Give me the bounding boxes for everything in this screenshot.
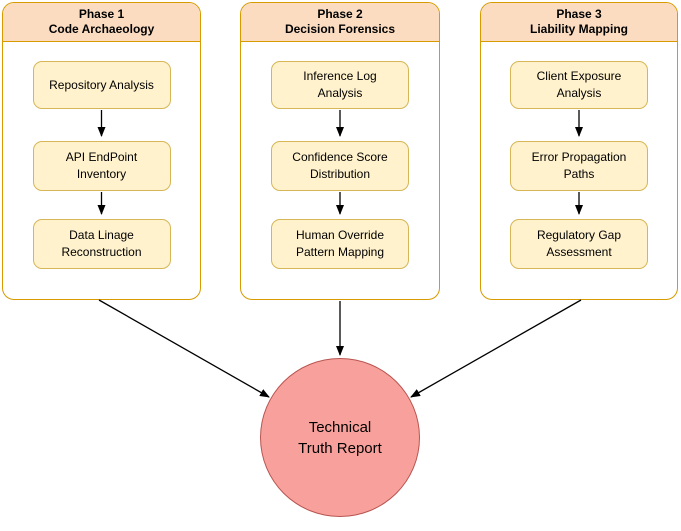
arrow-phase3-to-result: [410, 299, 582, 398]
step-human-override-pattern-mapping: Human Override Pattern Mapping: [271, 219, 409, 269]
step-label: API EndPoint Inventory: [65, 150, 138, 181]
phase-1-title: Phase 1: [78, 7, 125, 21]
phase-3-subtitle: Liability Mapping: [530, 22, 628, 36]
phase-column-2: Phase 2 Decision Forensics Inference Log…: [240, 2, 440, 300]
phase-3-title: Phase 3: [556, 7, 602, 21]
phase-column-3: Phase 3 Liability Mapping Client Exposur…: [480, 2, 678, 300]
phase-1-subtitle: Code Archaeology: [48, 22, 155, 36]
result-label-line2: Truth Report: [298, 439, 382, 457]
step-data-linage-reconstruction: Data Linage Reconstruction: [32, 219, 171, 269]
result-node-technical-truth-report: Technical Truth Report: [260, 358, 420, 517]
phase-2-subtitle: Decision Forensics: [284, 22, 396, 36]
phase-3-header: Phase 3 Liability Mapping: [481, 3, 677, 42]
step-label: Data Linage Reconstruction: [61, 228, 142, 259]
step-client-exposure-analysis: Client Exposure Analysis: [510, 61, 648, 109]
step-label: Inference Log Analysis: [303, 69, 377, 100]
step-api-endpoint-inventory: API EndPoint Inventory: [32, 141, 171, 191]
step-repository-analysis: Repository Analysis: [32, 61, 171, 109]
result-label-line1: Technical: [308, 418, 372, 436]
step-label: Regulatory Gap Assessment: [536, 228, 622, 259]
phase-column-1: Phase 1 Code Archaeology Repository Anal…: [2, 2, 201, 300]
step-inference-log-analysis: Inference Log Analysis: [271, 61, 409, 109]
phase-1-header: Phase 1 Code Archaeology: [3, 3, 200, 42]
step-error-propagation-paths: Error Propagation Paths: [510, 141, 648, 191]
step-label: Client Exposure Analysis: [536, 69, 622, 100]
step-regulatory-gap-assessment: Regulatory Gap Assessment: [510, 219, 648, 269]
phase-2-title: Phase 2: [317, 7, 363, 21]
step-label: Human Override Pattern Mapping: [295, 228, 385, 259]
step-label: Confidence Score Distribution: [292, 150, 388, 181]
phase-2-header: Phase 2 Decision Forensics: [241, 3, 439, 42]
step-confidence-score-distribution: Confidence Score Distribution: [271, 141, 409, 191]
step-label: Repository Analysis: [49, 77, 154, 92]
arrow-phase1-to-result: [98, 299, 270, 398]
step-label: Error Propagation Paths: [531, 150, 627, 181]
